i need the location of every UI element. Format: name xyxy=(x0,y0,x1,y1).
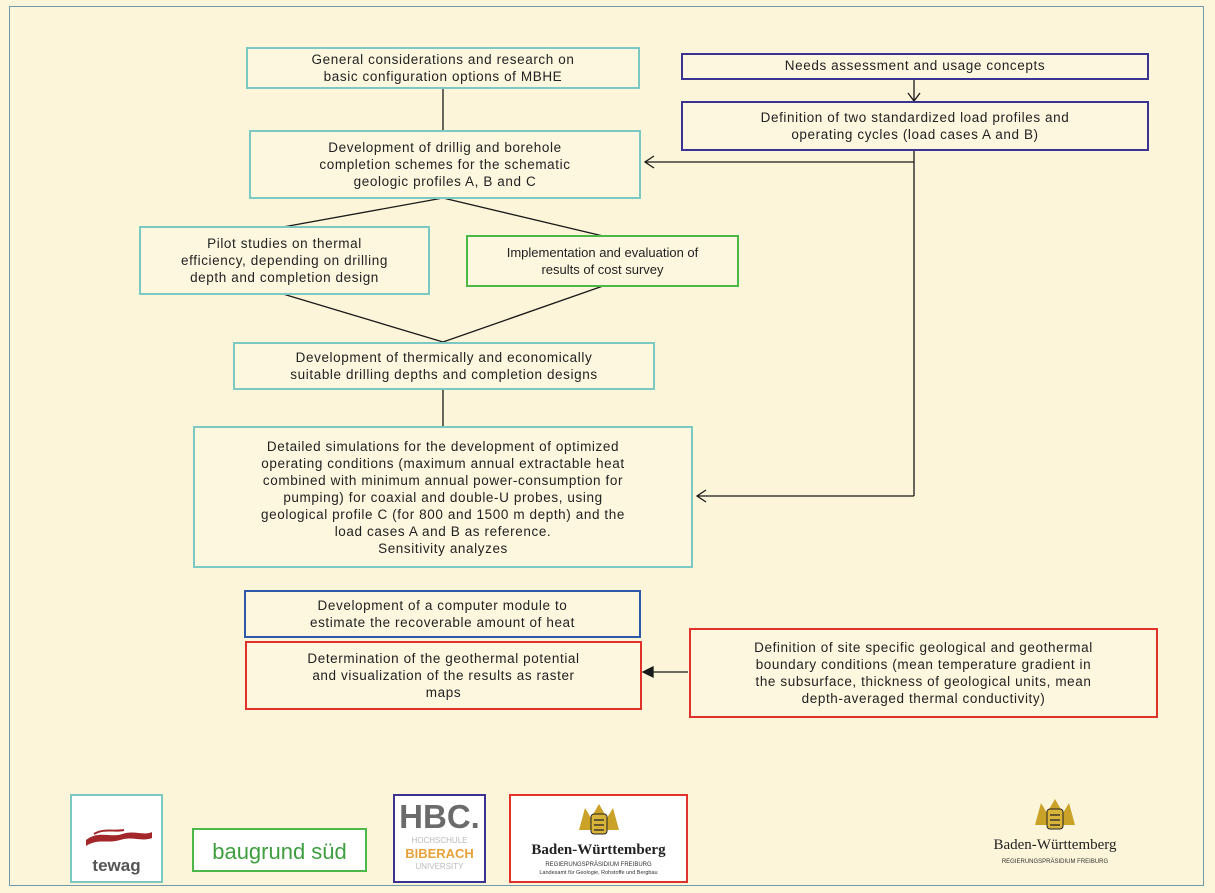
box-site-conditions-text: Definition of site specific geological a… xyxy=(754,640,1093,706)
baugrund-logo-text: baugrund süd xyxy=(212,839,347,864)
box-drilling-depths: Development of thermically and economica… xyxy=(233,342,655,390)
bw-logo-1-sub1: REGIERUNGSPRÄSIDIUM FREIBURG xyxy=(545,862,652,868)
hbc-logo-line1: HOCHSCHULE xyxy=(411,836,468,845)
bw-logo-2: Baden-Württemberg REGIERUNGSPRÄSIDIUM FR… xyxy=(975,795,1135,865)
bw-logo-2-sub: REGIERUNGSPRÄSIDIUM FREIBURG xyxy=(1001,859,1109,865)
box-general-considerations: General considerations and research on b… xyxy=(246,47,640,89)
bw-coat-of-arms-icon-2 xyxy=(1035,799,1075,830)
hbc-logo-line3: UNIVERSITY xyxy=(415,862,464,871)
hbc-logo: HBC. HOCHSCHULE BIBERACH UNIVERSITY xyxy=(393,794,486,883)
arrowhead-potential xyxy=(641,665,654,679)
connector-drilling-cost xyxy=(442,197,604,237)
box-computer-module-text: Development of a computer module to esti… xyxy=(309,598,576,630)
box-load-profiles: Definition of two standardized load prof… xyxy=(681,101,1149,151)
connector-drilling-pilot xyxy=(282,197,444,228)
box-pilot-studies: Pilot studies on thermal efficiency, dep… xyxy=(139,226,430,295)
box-drilling-depths-text: Development of thermically and economica… xyxy=(290,350,598,382)
tewag-wave-icon xyxy=(86,829,152,846)
hbc-logo-title: HBC. xyxy=(399,798,480,835)
bw-coat-of-arms-icon xyxy=(579,804,619,835)
box-detailed-simulations-text: Detailed simulations for the development… xyxy=(261,438,625,556)
box-drilling-schemes-text: Development of drillig and borehole comp… xyxy=(319,140,571,189)
connector-pilot-depths xyxy=(282,293,444,343)
box-needs-assessment-text: Needs assessment and usage concepts xyxy=(784,58,1046,73)
box-computer-module: Development of a computer module to esti… xyxy=(244,590,641,638)
bw-logo-2-name: Baden-Württemberg xyxy=(993,837,1117,853)
box-general-considerations-text: General considerations and research on b… xyxy=(311,52,575,84)
hbc-logo-line2: BIBERACH xyxy=(405,846,474,861)
box-load-profiles-text: Definition of two standardized load prof… xyxy=(760,110,1070,142)
box-site-conditions: Definition of site specific geological a… xyxy=(689,628,1158,718)
bw-regierungspraesidium-logo: Baden-Württemberg REGIERUNGSPRÄSIDIUM FR… xyxy=(509,794,688,883)
baugrund-logo: baugrund süd xyxy=(192,828,367,872)
box-cost-survey: Implementation and evaluation of results… xyxy=(466,235,739,287)
tewag-logo-text: tewag xyxy=(92,856,141,875)
box-geothermal-potential: Determination of the geothermal potentia… xyxy=(245,641,642,710)
box-pilot-studies-text: Pilot studies on thermal efficiency, dep… xyxy=(181,236,388,285)
arrowhead-simulations xyxy=(695,489,707,503)
box-drilling-schemes: Development of drillig and borehole comp… xyxy=(249,130,641,199)
bw-logo-1-name: Baden-Württemberg xyxy=(531,842,666,858)
connector-cost-depths xyxy=(442,285,604,343)
box-geothermal-potential-text: Determination of the geothermal potentia… xyxy=(307,651,580,700)
box-cost-survey-text: Implementation and evaluation of results… xyxy=(506,245,699,277)
arrowhead-drilling xyxy=(643,155,655,169)
tewag-logo: tewag xyxy=(70,794,163,883)
box-detailed-simulations: Detailed simulations for the development… xyxy=(193,426,693,568)
bw-logo-1-sub2: Landesamt für Geologie, Rohstoffe und Be… xyxy=(539,870,658,876)
box-needs-assessment: Needs assessment and usage concepts xyxy=(681,53,1149,80)
